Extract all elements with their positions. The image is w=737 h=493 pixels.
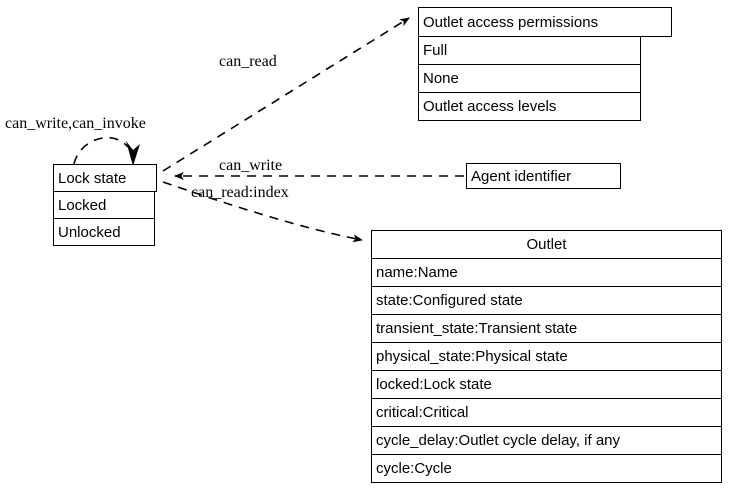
node-row: transient_state:Transient state bbox=[371, 314, 722, 343]
node-row: Unlocked bbox=[53, 218, 155, 246]
edge-can-read bbox=[162, 17, 410, 172]
node-row: cycle:Cycle bbox=[371, 454, 722, 483]
node-title: Outlet bbox=[371, 230, 722, 259]
node-outlet-access-permissions[interactable]: Outlet access permissions Full None Outl… bbox=[418, 7, 672, 122]
node-agent-identifier[interactable]: Agent identifier bbox=[466, 163, 621, 189]
node-row: critical:Critical bbox=[371, 398, 722, 427]
edge-can-write-can-invoke-arrowhead bbox=[126, 141, 140, 166]
node-row: name:Name bbox=[371, 258, 722, 287]
edge-can-write-can-invoke bbox=[73, 136, 129, 165]
node-row: Outlet access levels bbox=[418, 92, 641, 121]
node-lock-state[interactable]: Lock state Locked Unlocked bbox=[53, 164, 157, 246]
node-title: Agent identifier bbox=[466, 163, 621, 189]
node-row: state:Configured state bbox=[371, 286, 722, 315]
edge-label-can-write: can_write bbox=[219, 157, 283, 174]
edge-label-can-read-index: can_read:index bbox=[191, 184, 289, 201]
node-outlet[interactable]: Outlet name:Name state:Configured state … bbox=[371, 230, 722, 483]
node-row: locked:Lock state bbox=[371, 370, 722, 399]
node-title: Lock state bbox=[53, 164, 157, 192]
edge-label-can-read: can_read bbox=[219, 53, 277, 70]
node-row: physical_state:Physical state bbox=[371, 342, 722, 371]
node-row: Full bbox=[418, 36, 641, 65]
node-row: Locked bbox=[53, 191, 155, 219]
edge-label-can-write-can-invoke: can_write,can_invoke bbox=[5, 115, 146, 132]
node-row: None bbox=[418, 64, 641, 93]
node-row: cycle_delay:Outlet cycle delay, if any bbox=[371, 426, 722, 455]
node-title: Outlet access permissions bbox=[418, 7, 672, 37]
